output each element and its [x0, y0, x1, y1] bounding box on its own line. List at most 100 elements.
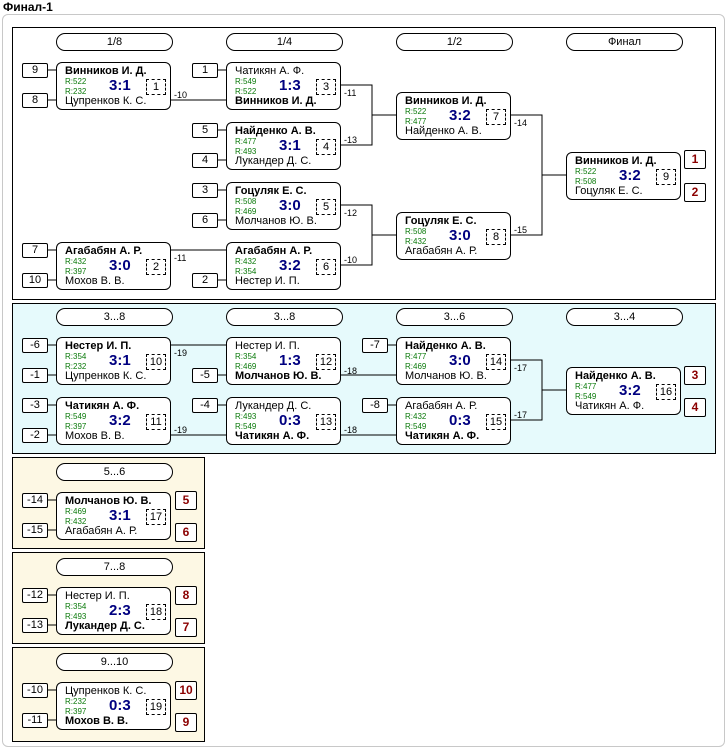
place-badge: 2 [684, 183, 706, 202]
player-one-name: Нестер И. П. [65, 340, 132, 352]
player-one-rating: R:469 [65, 507, 87, 516]
match-score: 3:1 [279, 137, 301, 154]
match-score: 3:1 [109, 352, 131, 369]
player-one-name: Гоцуляк Е. С. [405, 215, 477, 227]
match-number: 14 [486, 354, 506, 370]
player-one-name: Найденко А. В. [575, 370, 656, 382]
seed-badge: 7 [22, 243, 48, 258]
match-number: 1 [146, 79, 166, 95]
seed-badge: 5 [192, 123, 218, 138]
stage-3-8-b: 3...8 [226, 308, 343, 326]
stage-1-4: 1/4 [226, 33, 343, 51]
seed-badge: -7 [362, 338, 388, 353]
player-one-name: Нестер И. П. [235, 340, 300, 352]
player-one-name: Найденко А. В. [235, 125, 316, 137]
player-two-rating: R:397 [65, 422, 87, 431]
player-one-name: Нестер И. П. [65, 590, 130, 602]
player-one-name: Чатикян А. Ф. [235, 65, 305, 77]
match-number: 3 [316, 79, 336, 95]
seed-badge: 6 [192, 213, 218, 228]
player-one-rating: R:354 [65, 352, 87, 361]
stage-7-8: 7...8 [56, 558, 173, 576]
player-one-rating: R:522 [575, 167, 597, 176]
connector-label: -15 [514, 225, 528, 235]
connector-label: -10 [174, 90, 188, 100]
player-one-rating: R:508 [235, 197, 257, 206]
seed-badge: 9 [22, 63, 48, 78]
seed-badge: -8 [362, 398, 388, 413]
player-two-name: Цупренков К. С. [65, 95, 147, 107]
stage-1-8: 1/8 [56, 33, 173, 51]
seed-badge: -13 [22, 618, 48, 633]
stage-final: Финал [566, 33, 683, 51]
seed-badge: -14 [22, 493, 48, 508]
player-one-name: Лукандер Д. С. [235, 400, 312, 412]
connector-label: -19 [174, 425, 188, 435]
place-badge: 5 [175, 491, 197, 510]
connector-label: -18 [344, 425, 358, 435]
seed-badge: -2 [22, 428, 48, 443]
match-number: 18 [146, 604, 166, 620]
seed-badge: 10 [22, 273, 48, 288]
match-score: 0:3 [279, 412, 301, 429]
player-one-name: Молчанов Ю. В. [65, 495, 152, 507]
player-one-rating: R:549 [235, 77, 257, 86]
player-two-rating: R:232 [65, 87, 87, 96]
match-number: 10 [146, 354, 166, 370]
player-one-name: Агабабян А. Р. [235, 245, 313, 257]
player-one-rating: R:232 [65, 697, 87, 706]
stage-5-6: 5...6 [56, 463, 173, 481]
player-two-name: Молчанов Ю. В. [235, 370, 322, 382]
match-number: 19 [146, 699, 166, 715]
seed-badge: -11 [22, 713, 48, 728]
player-two-rating: R:469 [235, 207, 257, 216]
stage-1-2: 1/2 [396, 33, 513, 51]
place-badge: 7 [175, 618, 197, 637]
place-badge: 9 [175, 713, 197, 732]
connector-label: -11 [344, 88, 357, 98]
seed-badge: -5 [192, 368, 218, 383]
connector-label: -13 [344, 135, 358, 145]
player-two-rating: R:508 [575, 177, 597, 186]
match-score: 3:2 [449, 107, 471, 124]
player-two-rating: R:493 [235, 147, 257, 156]
player-one-rating: R:432 [235, 257, 257, 266]
player-one-name: Винников И. Д. [65, 65, 147, 77]
seed-badge: -3 [22, 398, 48, 413]
connector-label: -19 [174, 348, 188, 358]
player-two-name: Чатикян А. Ф. [405, 430, 480, 442]
player-two-name: Найденко А. В. [405, 125, 482, 137]
player-two-rating: R:549 [405, 422, 427, 431]
seed-badge: -15 [22, 523, 48, 538]
match-score: 2:3 [109, 602, 131, 619]
match-score: 3:1 [109, 77, 131, 94]
player-one-rating: R:477 [235, 137, 257, 146]
place-badge: 10 [175, 681, 197, 700]
player-one-rating: R:549 [65, 412, 87, 421]
player-two-rating: R:522 [235, 87, 257, 96]
seed-badge: 8 [22, 93, 48, 108]
connector-label: -10 [344, 255, 358, 265]
stage-9-10: 9...10 [56, 653, 173, 671]
place-badge: 8 [175, 586, 197, 605]
